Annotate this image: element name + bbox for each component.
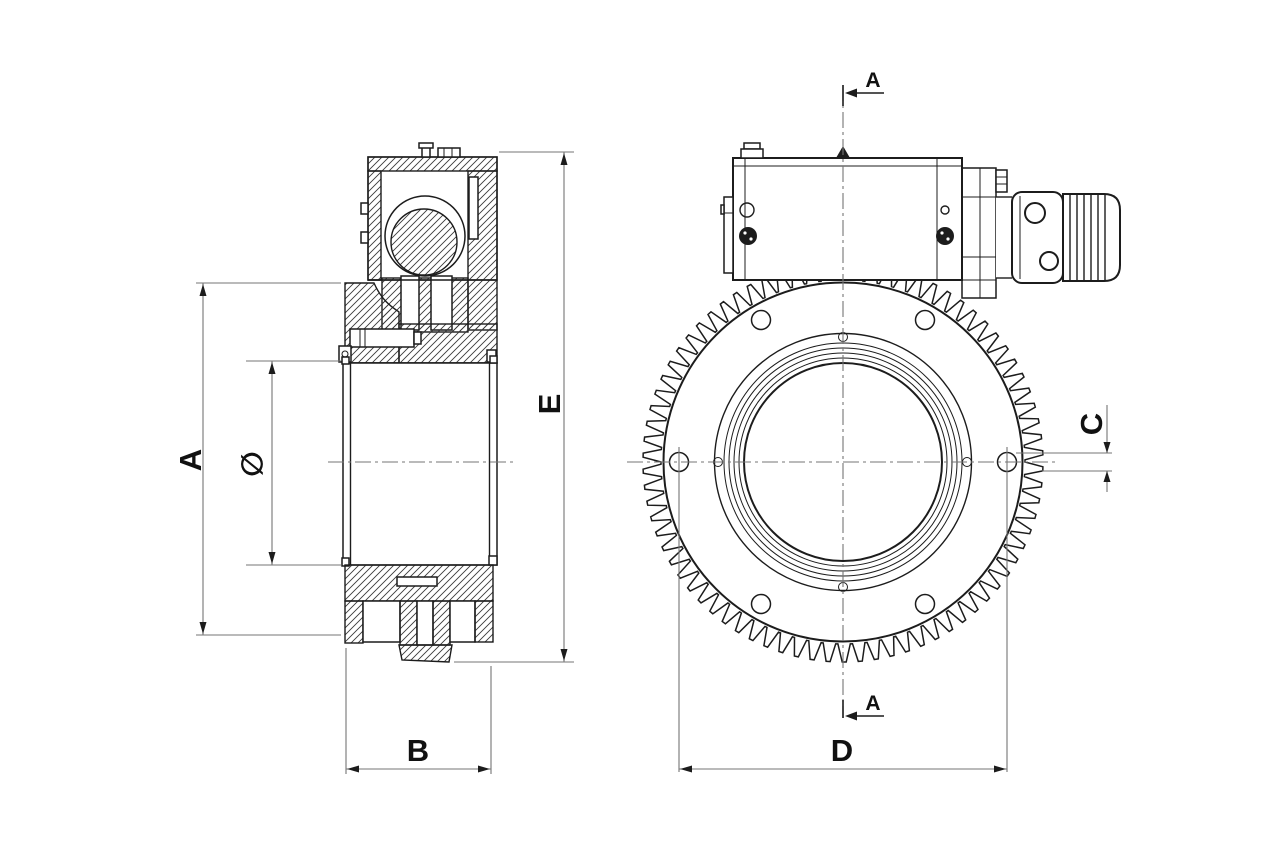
worm-core-hatched	[390, 208, 458, 276]
bearing-slot-left	[400, 275, 420, 331]
dim-e-label: E	[532, 394, 567, 415]
housing-top-plugs	[418, 142, 461, 158]
section-marker-bottom: A	[842, 692, 884, 721]
housing-left-wall-hatch	[367, 170, 382, 281]
dimension-a: A	[173, 282, 341, 636]
dim-phi-label: ∅	[237, 451, 270, 477]
lower-pocket-left	[362, 600, 401, 643]
motor-mount-hole-upper	[1024, 202, 1046, 224]
upper-flange-section	[338, 282, 498, 364]
bearing-stack-hatch	[381, 277, 469, 333]
housing-side-tab-upper	[360, 202, 369, 215]
housing-top-wall-hatch	[367, 156, 498, 172]
housing-front-box	[732, 157, 963, 281]
housing-plug-cap	[743, 142, 761, 150]
coupling-ribs	[1069, 194, 1106, 281]
motor-adapter-assembly	[961, 167, 1121, 299]
seal-mark-tl	[341, 356, 350, 365]
dimension-b: B	[345, 648, 492, 774]
section-marker-top: A	[842, 69, 884, 106]
lower-column-left	[399, 600, 418, 646]
lower-column-right	[432, 600, 451, 646]
section-top-label: A	[865, 69, 880, 92]
dim-c-label: C	[1074, 413, 1109, 435]
flange-bolt-end	[413, 331, 422, 345]
housing-side-tab-lower	[360, 231, 369, 244]
housing-left-tab	[723, 196, 734, 274]
seal-mark-br	[488, 555, 498, 566]
bearing-slot-right	[430, 275, 453, 331]
worm-housing-front	[720, 142, 963, 281]
worm-housing-section	[360, 142, 498, 333]
centerlines	[627, 85, 1058, 772]
left-view-side-section	[328, 142, 514, 663]
lower-slot-center	[416, 600, 434, 646]
housing-plug-base	[740, 148, 764, 159]
dimension-phi: ∅	[237, 360, 341, 566]
dimension-e: E	[454, 151, 574, 663]
dimension-d: D	[679, 733, 1007, 773]
dimensions: A ∅ E B	[173, 69, 1112, 774]
housing-left-bump	[720, 204, 725, 215]
lower-foot-right	[474, 600, 494, 643]
pinion-wedge-hatch	[398, 644, 453, 663]
lower-flange-section	[344, 564, 494, 663]
lower-pocket-right	[449, 600, 476, 643]
side-plate	[961, 167, 997, 299]
housing-right-wall-relief	[468, 176, 479, 240]
adapter-neck	[996, 197, 1012, 278]
side-plate-tab	[995, 169, 1008, 193]
lower-flange-slot	[396, 576, 438, 587]
dim-d-label: D	[831, 733, 853, 768]
inner-ring-cylinder	[341, 355, 498, 567]
dim-b-label: B	[407, 733, 429, 768]
mounting-holes	[668, 309, 1018, 615]
motor-mount-hole-lower	[1039, 251, 1059, 271]
section-bottom-label: A	[865, 692, 880, 715]
housing-hole-right	[940, 205, 950, 215]
housing-right-wall-hatch	[467, 170, 498, 331]
housing-hole-left	[739, 202, 755, 218]
seal-mark-tr	[489, 355, 498, 364]
cylinder-outline	[342, 362, 498, 566]
housing-bolt-left	[739, 227, 757, 245]
dim-a-label: A	[173, 449, 208, 471]
housing-bolt-right	[936, 227, 954, 245]
dimension-c: C	[1016, 405, 1112, 492]
right-view-front	[642, 142, 1121, 663]
lower-foot-left	[344, 600, 364, 644]
